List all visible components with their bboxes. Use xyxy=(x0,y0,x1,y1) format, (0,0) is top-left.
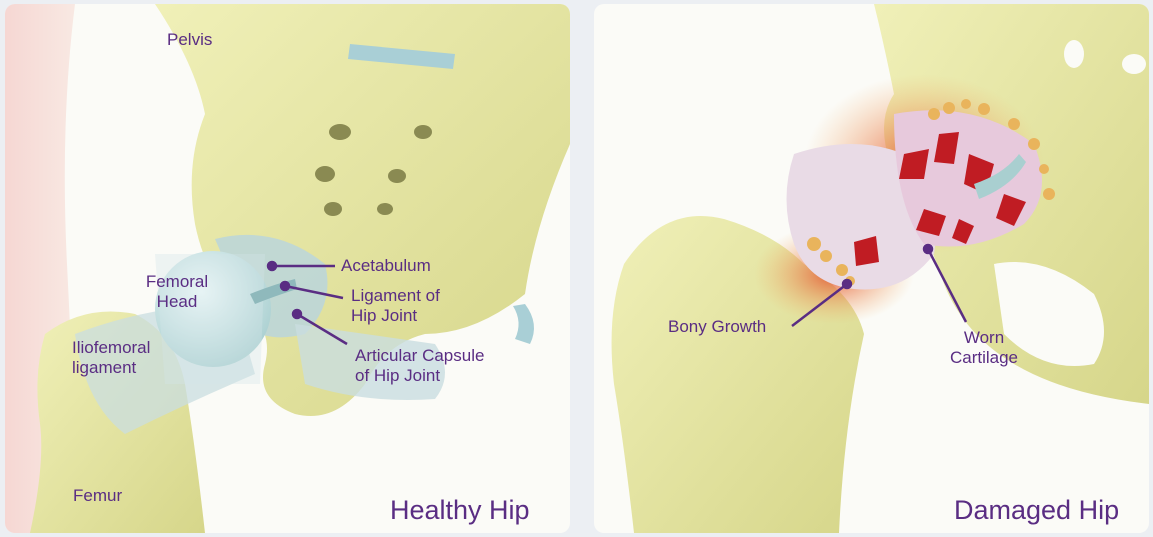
sacral-foramen xyxy=(388,169,406,183)
sacral-foramen xyxy=(315,166,335,182)
sacral-foramen xyxy=(377,203,393,215)
healthy-hip-illustration xyxy=(5,4,570,533)
label-worn-line2: Cartilage xyxy=(934,348,1034,368)
label-acetabulum: Acetabulum xyxy=(341,256,431,276)
pelvis-foramen xyxy=(1064,40,1084,68)
label-iliofemoral-ligament: Iliofemoral ligament xyxy=(72,338,150,378)
sacral-foramen xyxy=(329,124,351,140)
sacral-foramen xyxy=(324,202,342,216)
label-ligament-line1: Ligament of xyxy=(351,286,440,306)
pelvis-foramen xyxy=(1122,54,1146,74)
label-articular-capsule: Articular Capsule of Hip Joint xyxy=(355,346,484,386)
label-femoral-head-line2: Head xyxy=(137,292,217,312)
label-capsule-line2: of Hip Joint xyxy=(355,366,484,386)
label-ligament-line2: Hip Joint xyxy=(351,306,440,326)
healthy-hip-panel: Pelvis Femoral Head Iliofemoral ligament… xyxy=(5,4,570,533)
label-worn-line1: Worn xyxy=(934,328,1034,348)
panel-title-damaged: Damaged Hip xyxy=(954,495,1119,525)
label-iliofemoral-line2: ligament xyxy=(72,358,150,378)
damaged-hip-illustration xyxy=(594,4,1149,533)
label-ligament-of-hip-joint: Ligament of Hip Joint xyxy=(351,286,440,326)
sacral-foramen xyxy=(414,125,432,139)
label-femoral-head: Femoral Head xyxy=(137,272,217,312)
pubic-cartilage xyxy=(513,304,534,344)
label-worn-cartilage: Worn Cartilage xyxy=(934,328,1034,368)
label-bony-growth: Bony Growth xyxy=(668,317,766,337)
label-femoral-head-line1: Femoral xyxy=(137,272,217,292)
label-iliofemoral-line1: Iliofemoral xyxy=(72,338,150,358)
label-femur: Femur xyxy=(73,486,122,506)
damaged-hip-panel: Bony Growth Worn Cartilage Damaged Hip xyxy=(594,4,1149,533)
label-capsule-line1: Articular Capsule xyxy=(355,346,484,366)
label-pelvis: Pelvis xyxy=(167,30,212,50)
panel-title-healthy: Healthy Hip xyxy=(390,495,530,525)
